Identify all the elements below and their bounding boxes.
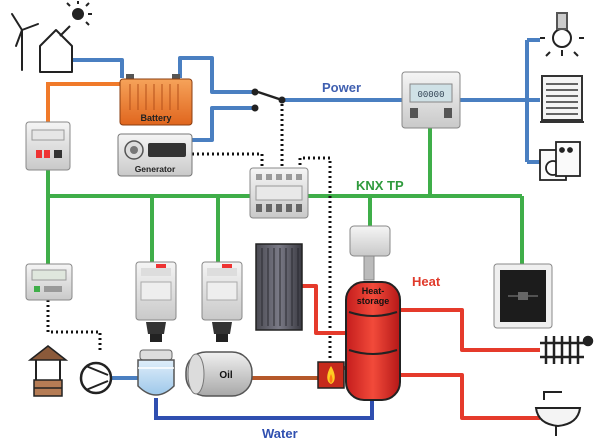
pump-controller-module (25, 263, 73, 301)
battery-label: Battery (140, 113, 171, 123)
power-line-battery-switch (178, 56, 255, 94)
generator: Generator (117, 133, 193, 177)
wind-turbine-icon (11, 13, 39, 71)
solar-thermal-collector (255, 243, 303, 331)
knx-touch-panel (493, 263, 553, 329)
knx-actuator-valve (201, 261, 243, 342)
knx-actuator-pump (135, 261, 177, 342)
knx-tp-label: KNX TP (356, 178, 404, 193)
heat-line-shower (400, 373, 540, 420)
dotted-controller-pump (46, 300, 102, 352)
power-line-house-battery (72, 58, 124, 78)
heat-line-solar (300, 284, 346, 335)
battery: Battery (119, 74, 193, 126)
dotted-generator-actuator (192, 152, 264, 170)
power-line-generator-switch (192, 106, 255, 142)
power-switch-symbol (251, 88, 286, 112)
sun-icon (66, 1, 92, 26)
oil-burner (317, 361, 345, 389)
power-lines (72, 38, 540, 380)
appliances-icon (539, 141, 581, 181)
heat-storage-label-line2: storage (357, 296, 390, 306)
blinds-icon (540, 75, 584, 123)
heat-label: Heat (412, 274, 441, 289)
power-label: Power (322, 80, 361, 95)
temperature-sensor (349, 225, 391, 281)
house-solar-icon (39, 25, 73, 73)
water-vessel (137, 349, 175, 396)
water-well-icon (27, 345, 69, 397)
energy-meter: 00000 (401, 71, 461, 129)
heat-storage-label-line1: Heat- (362, 286, 385, 296)
light-bulb-icon (540, 12, 584, 57)
heat-line-radiator (400, 308, 540, 352)
oil-tank: Oil (185, 351, 253, 397)
svg-text:00000: 00000 (417, 90, 444, 100)
water-label: Water (262, 426, 298, 441)
generator-label: Generator (135, 164, 176, 174)
pump-icon (79, 361, 113, 395)
radiator-icon (540, 335, 594, 364)
sensor-line-battery (46, 82, 120, 122)
knx-switch-actuator (249, 167, 309, 219)
tap-basin-icon (534, 391, 582, 436)
water-line (154, 398, 374, 420)
heat-storage-tank: Heat- storage (345, 281, 401, 401)
dotted-actuator-burner (298, 156, 332, 360)
control-dotted-lines (46, 104, 332, 360)
oil-label: Oil (219, 370, 233, 381)
sensor-interface-module (25, 121, 71, 171)
